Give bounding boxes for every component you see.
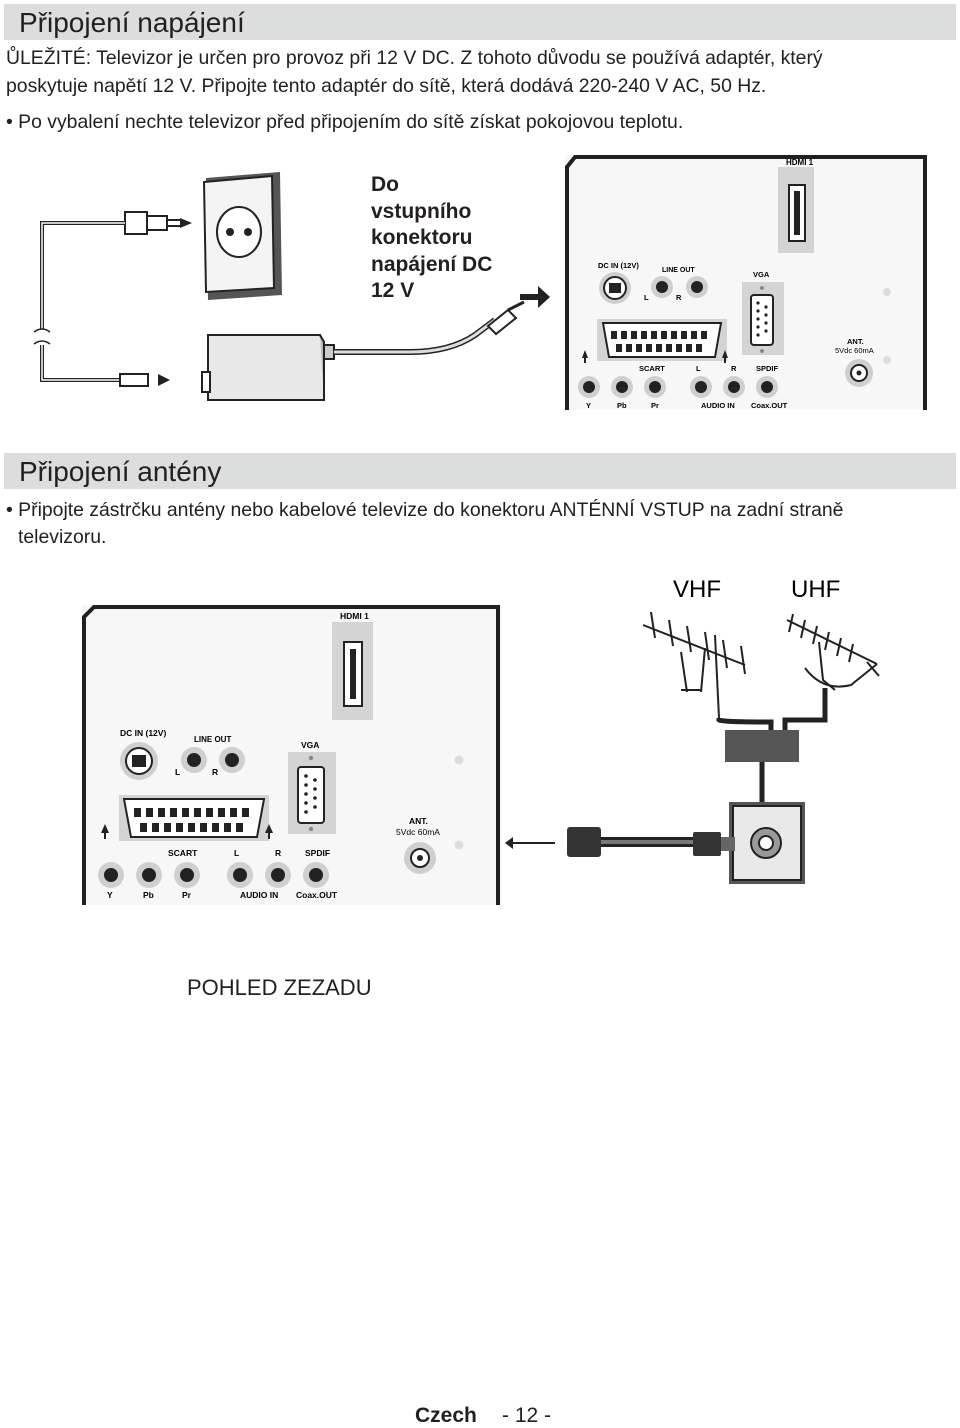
antenna-section-heading-bar: Připojení antény xyxy=(4,453,956,489)
line-out-label: LINE OUT xyxy=(194,735,231,744)
pr-label: Pr xyxy=(182,890,192,900)
tv-rear-panel-antenna: HDMI 1 DC IN (12V) LINE OUT L R VGA ANT.… xyxy=(82,605,502,905)
y-label: Y xyxy=(107,890,113,900)
line-out-r-label: R xyxy=(676,293,682,302)
audio-in-label: AUDIO IN xyxy=(701,401,735,410)
audio-l-label: L xyxy=(234,848,239,858)
hdmi-label: HDMI 1 xyxy=(340,611,369,621)
hdmi-label: HDMI 1 xyxy=(786,158,814,167)
power-adapter-diagram xyxy=(33,172,550,401)
dc-in-label: DC IN (12V) xyxy=(598,261,639,270)
ant-spec-label: 5Vdc 60mA xyxy=(835,346,874,355)
uhf-label: UHF xyxy=(791,576,840,603)
footer-language: Czech xyxy=(415,1404,477,1427)
coax-plug-icon xyxy=(567,827,735,857)
uhf-antenna-icon xyxy=(786,613,880,691)
antenna-bullet-line2: televizoru. xyxy=(18,526,107,548)
power-bullet: • Po vybalení nechte televizor před přip… xyxy=(6,111,684,133)
line-out-label: LINE OUT xyxy=(662,267,695,274)
ant-label: ANT. xyxy=(409,816,428,826)
spdif-label: SPDIF xyxy=(756,364,779,373)
ant-spec-label: 5Vdc 60mA xyxy=(396,827,440,837)
power-paragraph-line1: ŮLEŽITÉ: Televizor je určen pro provoz p… xyxy=(6,47,823,69)
pr-label: Pr xyxy=(651,401,659,410)
vga-label: VGA xyxy=(753,270,770,279)
antenna-section-heading: Připojení antény xyxy=(19,456,222,487)
wall-outlet-icon xyxy=(202,172,282,300)
audio-r-label: R xyxy=(275,848,281,858)
line-out-l-label: L xyxy=(644,293,649,302)
audio-l-label: L xyxy=(696,364,701,373)
power-section-heading-bar: Připojení napájení xyxy=(4,4,956,40)
coax-out-label: Coax.OUT xyxy=(751,401,788,410)
dc-input-callout: Do vstupního konektoru napájení DC 12 V xyxy=(371,173,493,302)
mains-plug-icon xyxy=(124,211,192,235)
dc-in-label: DC IN (12V) xyxy=(120,728,166,738)
antenna-connection-diagram: VHF UHF xyxy=(505,576,880,884)
audio-in-label: AUDIO IN xyxy=(240,890,278,900)
line-out-r-label: R xyxy=(212,767,218,777)
coax-out-label: Coax.OUT xyxy=(296,890,338,900)
pb-label: Pb xyxy=(617,401,627,410)
power-section-heading: Připojení napájení xyxy=(19,7,245,38)
vhf-label: VHF xyxy=(673,576,721,603)
ant-label: ANT. xyxy=(847,337,864,346)
audio-r-label: R xyxy=(731,364,737,373)
antenna-wall-socket-icon xyxy=(729,802,805,884)
scart-label: SCART xyxy=(639,364,665,373)
tv-rear-panel-power: HDMI 1 DC IN (12V) LINE OUT L R VGA ANT.… xyxy=(565,155,927,410)
pb-label: Pb xyxy=(143,890,154,900)
y-label: Y xyxy=(586,401,591,410)
footer-page-number: - 12 - xyxy=(502,1404,552,1427)
power-paragraph-line2: poskytuje napětí 12 V. Připojte tento ad… xyxy=(6,75,767,97)
antenna-bullet-line1: • Připojte zástrčku antény nebo kabelové… xyxy=(6,499,844,521)
power-adapter-icon xyxy=(201,334,335,401)
vhf-antenna-icon xyxy=(642,611,746,719)
rear-view-caption: POHLED ZEZADU xyxy=(187,975,372,1000)
vga-label: VGA xyxy=(301,740,319,750)
scart-label: SCART xyxy=(168,848,198,858)
line-out-l-label: L xyxy=(175,767,180,777)
spdif-label: SPDIF xyxy=(305,848,330,858)
